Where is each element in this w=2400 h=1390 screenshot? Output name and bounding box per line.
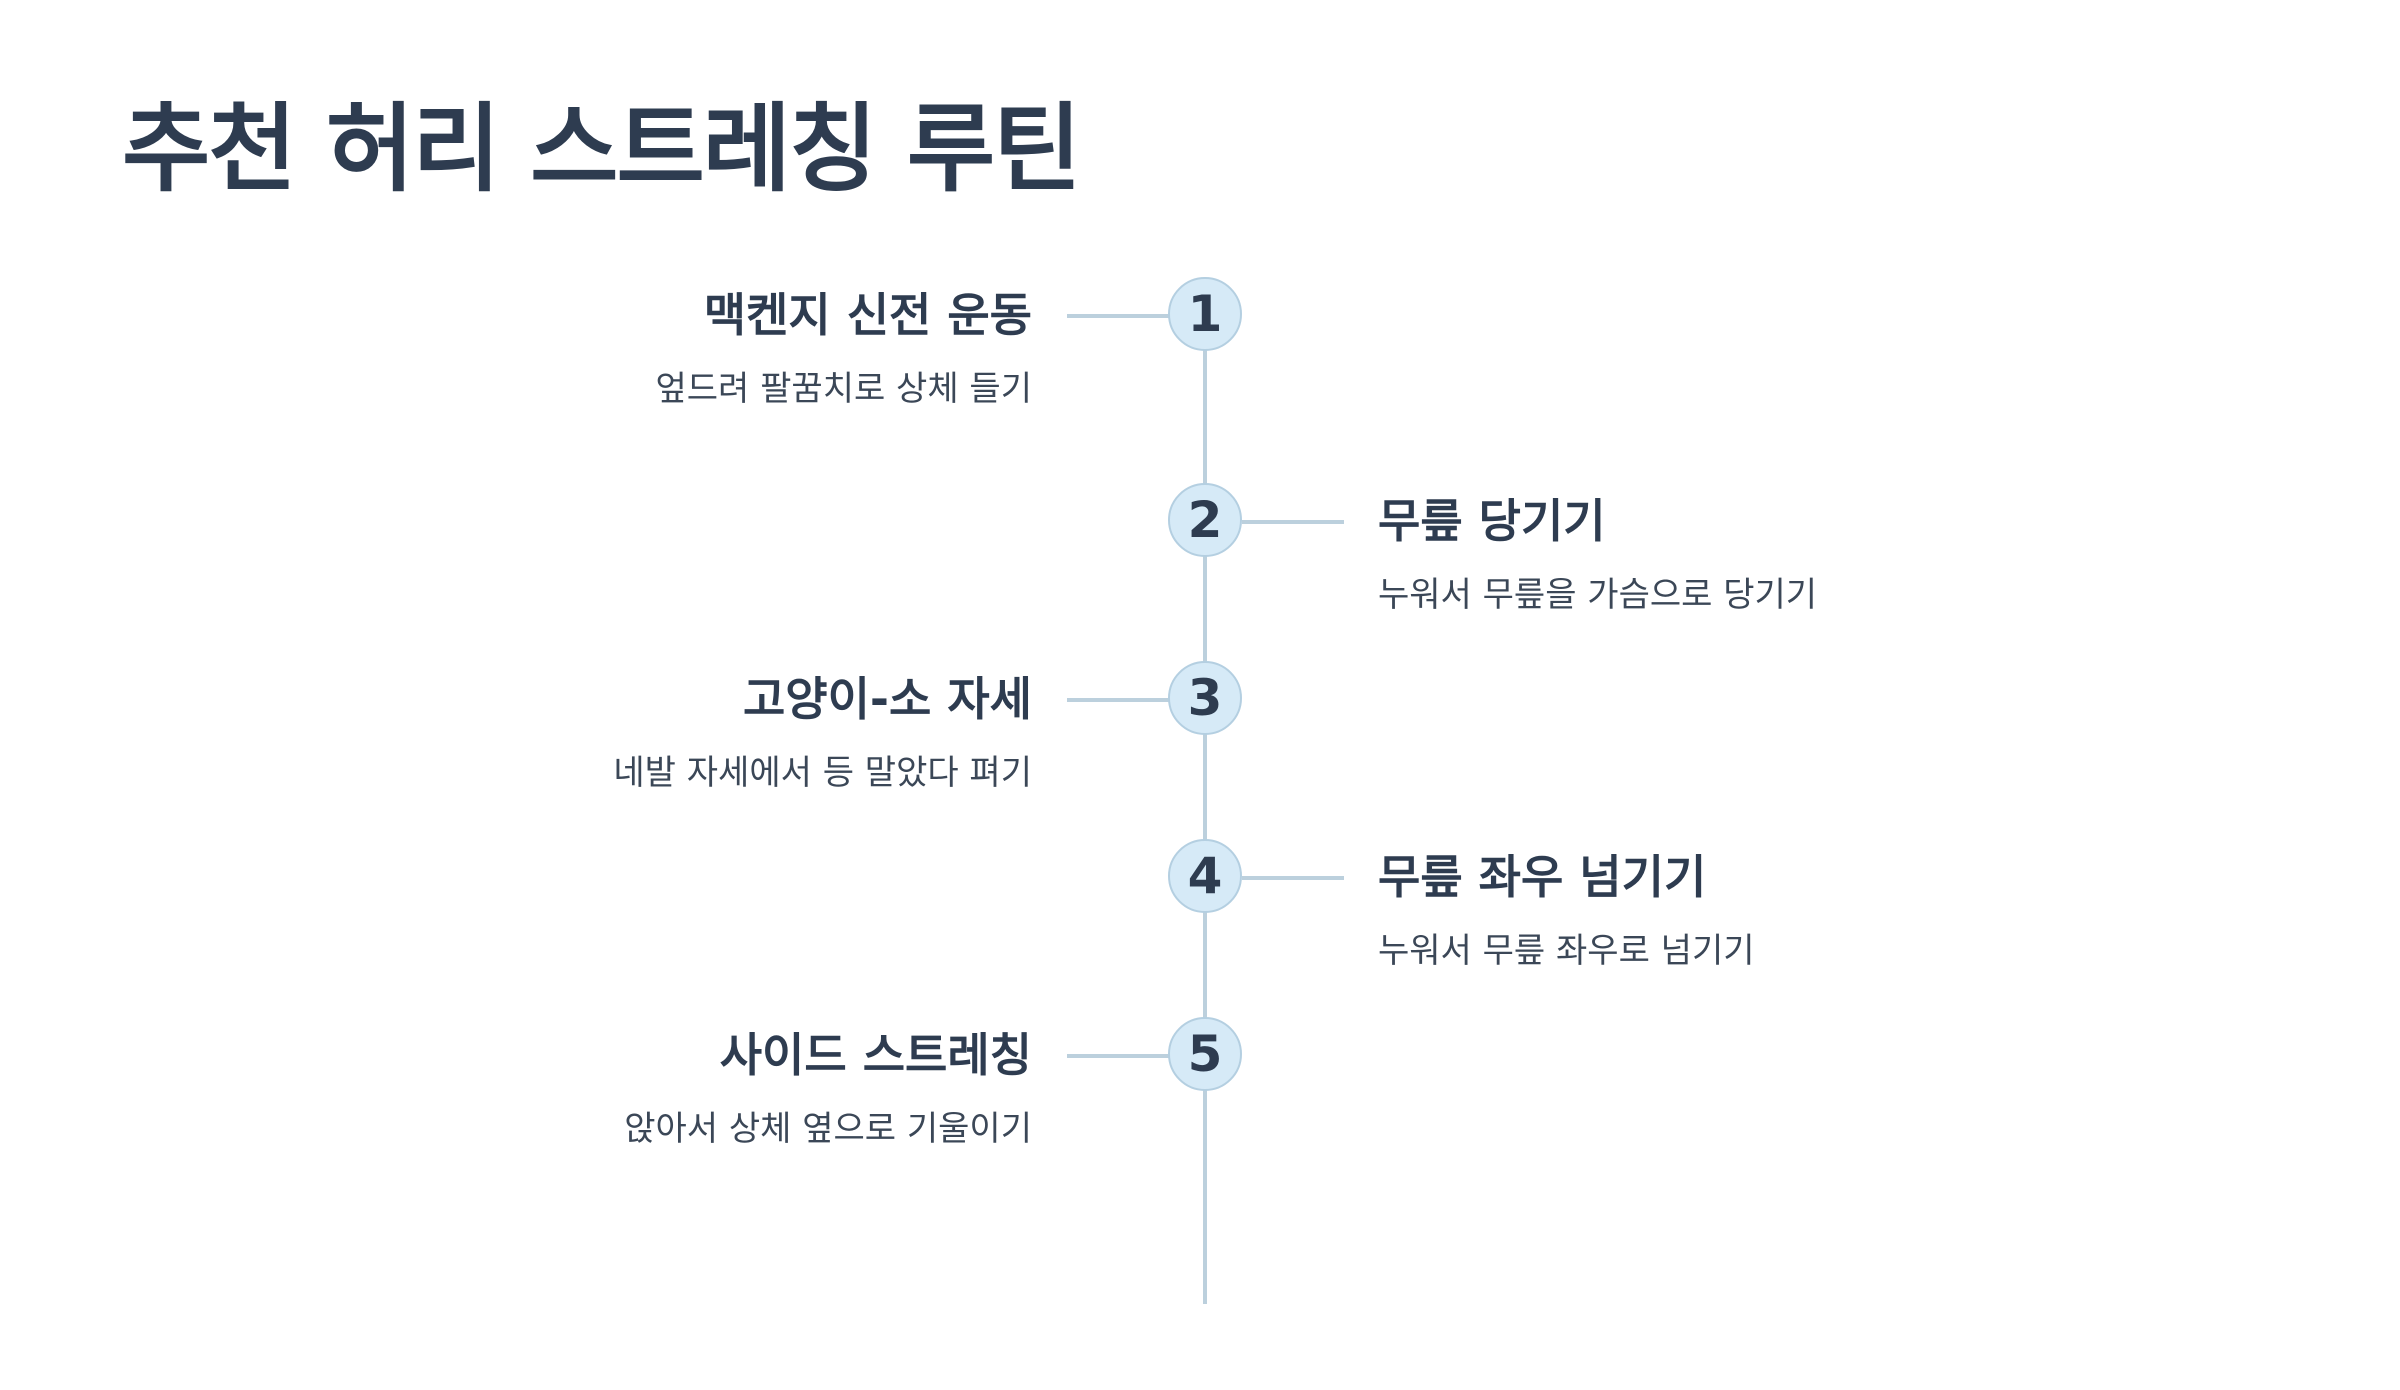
step-number-badge: 2 xyxy=(1168,483,1242,557)
step-connector xyxy=(1242,520,1344,524)
step-title: 맥켄지 신전 운동 xyxy=(703,288,1032,342)
step-connector xyxy=(1067,1054,1169,1058)
step-number-badge: 1 xyxy=(1168,277,1242,351)
step-title: 무릎 좌우 넘기기 xyxy=(1378,850,1707,904)
step-title: 고양이-소 자세 xyxy=(742,672,1032,726)
step-description: 누워서 무릎을 가슴으로 당기기 xyxy=(1378,575,1818,615)
step-description: 누워서 무릎 좌우로 넘기기 xyxy=(1378,931,1755,971)
step-connector xyxy=(1067,314,1169,318)
step-number-badge: 5 xyxy=(1168,1017,1242,1091)
step-description: 앉아서 상체 옆으로 기울이기 xyxy=(624,1109,1032,1149)
step-connector xyxy=(1242,876,1344,880)
step-description: 네발 자세에서 등 말았다 펴기 xyxy=(613,753,1032,793)
step-title: 무릎 당기기 xyxy=(1378,494,1606,548)
step-title: 사이드 스트레칭 xyxy=(719,1028,1032,1082)
step-description: 엎드려 팔꿈치로 상체 들기 xyxy=(655,369,1032,409)
timeline-spine xyxy=(1203,280,1207,1304)
page-title: 추천 허리 스트레칭 루틴 xyxy=(122,93,1081,205)
step-connector xyxy=(1067,698,1169,702)
step-number-badge: 3 xyxy=(1168,661,1242,735)
step-number-badge: 4 xyxy=(1168,839,1242,913)
